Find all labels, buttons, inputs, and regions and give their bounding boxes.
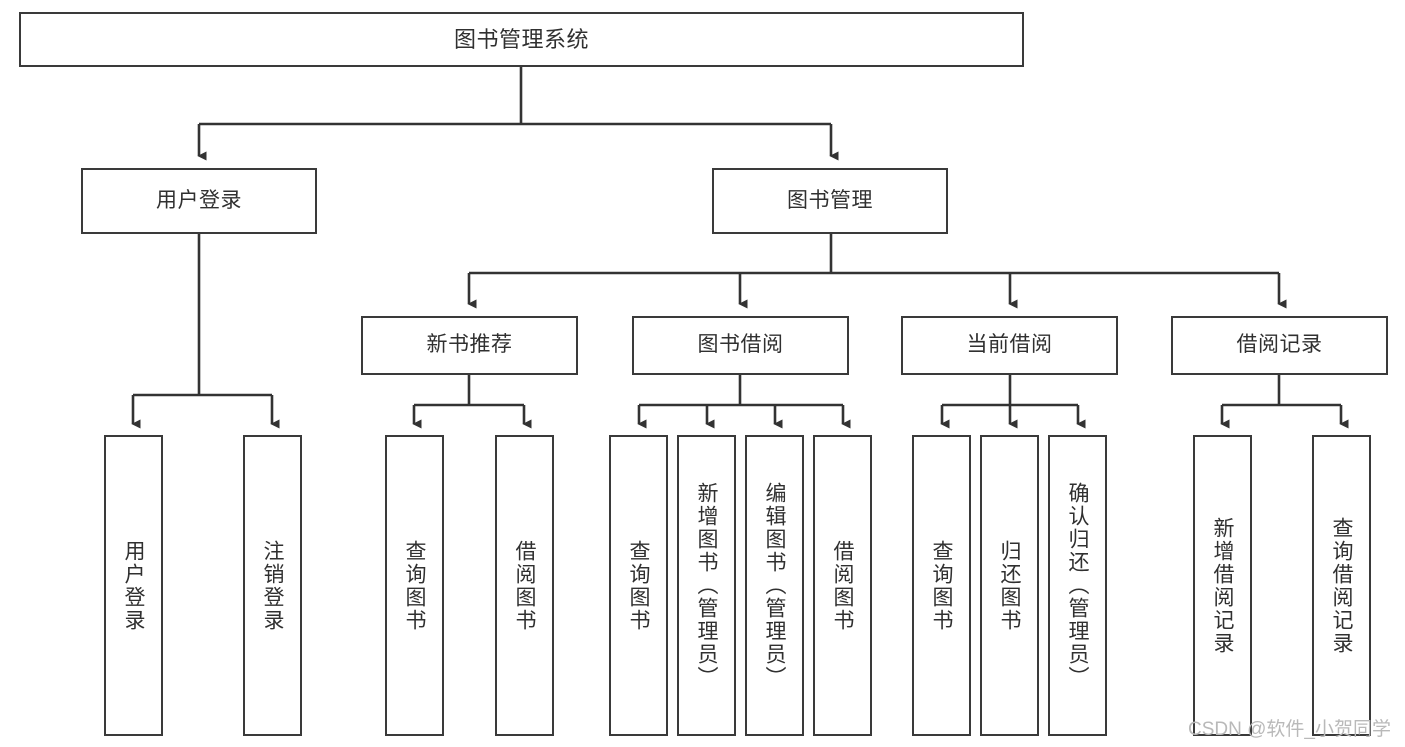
node-label: 注销登录 (261, 539, 284, 632)
node-new-book-recommend[interactable]: 新书推荐 (361, 316, 578, 375)
leaf-user-login-signin[interactable]: 用户登录 (104, 435, 163, 736)
leaf-borrow-borrow-book[interactable]: 借阅图书 (813, 435, 872, 736)
node-label: 图书管理系统 (453, 26, 589, 52)
leaf-borrow-edit-book[interactable]: 编辑图书（管理员） (745, 435, 804, 736)
node-root-system[interactable]: 图书管理系统 (19, 12, 1024, 67)
node-current-borrow[interactable]: 当前借阅 (901, 316, 1118, 375)
node-label: 新书推荐 (426, 333, 513, 357)
leaf-borrow-query-book[interactable]: 查询图书 (609, 435, 668, 736)
node-label: 查询图书 (403, 539, 426, 632)
leaf-recommend-borrow-book[interactable]: 借阅图书 (495, 435, 554, 736)
node-label: 确认归还（管理员） (1066, 482, 1089, 689)
node-label: 借阅图书 (831, 539, 854, 632)
node-label: 图书借阅 (697, 333, 784, 357)
leaf-current-query-book[interactable]: 查询图书 (912, 435, 971, 736)
node-book-borrow[interactable]: 图书借阅 (632, 316, 849, 375)
node-label: 新增借阅记录 (1211, 516, 1234, 655)
node-book-management[interactable]: 图书管理 (712, 168, 948, 234)
node-label: 当前借阅 (966, 333, 1053, 357)
node-label: 用户登录 (122, 539, 145, 632)
node-label: 借阅图书 (513, 539, 536, 632)
node-label: 查询图书 (627, 539, 650, 632)
node-label: 查询借阅记录 (1330, 516, 1353, 655)
leaf-record-add-record[interactable]: 新增借阅记录 (1193, 435, 1252, 736)
node-user-login[interactable]: 用户登录 (81, 168, 317, 234)
node-label: 新增图书（管理员） (695, 482, 718, 689)
leaf-current-return-book[interactable]: 归还图书 (980, 435, 1039, 736)
node-borrow-record[interactable]: 借阅记录 (1171, 316, 1388, 375)
node-label: 用户登录 (156, 188, 242, 212)
leaf-current-confirm-return[interactable]: 确认归还（管理员） (1048, 435, 1107, 736)
leaf-user-login-signout[interactable]: 注销登录 (243, 435, 302, 736)
leaf-borrow-add-book[interactable]: 新增图书（管理员） (677, 435, 736, 736)
node-label: 编辑图书（管理员） (763, 482, 786, 689)
node-label: 查询图书 (930, 539, 953, 632)
node-label: 图书管理 (787, 188, 873, 212)
leaf-recommend-query-book[interactable]: 查询图书 (385, 435, 444, 736)
node-label: 归还图书 (998, 539, 1021, 632)
node-label: 借阅记录 (1236, 333, 1323, 357)
leaf-record-query-record[interactable]: 查询借阅记录 (1312, 435, 1371, 736)
